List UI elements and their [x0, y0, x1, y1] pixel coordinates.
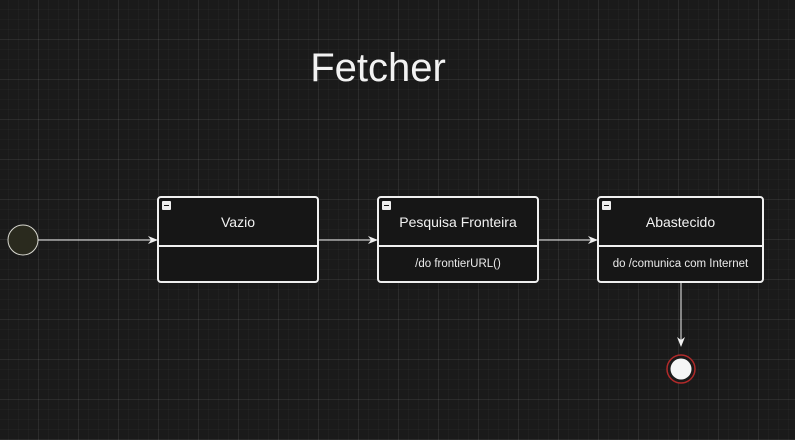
- state-activity: [159, 247, 317, 281]
- state-abastecido[interactable]: Abastecido do /comunica com Internet: [597, 196, 764, 283]
- collapse-icon[interactable]: [382, 201, 391, 210]
- state-activity: do /comunica com Internet: [612, 258, 749, 270]
- state-activity: /do frontierURL(): [415, 258, 501, 270]
- collapse-icon[interactable]: [162, 201, 171, 210]
- diagram-title: Fetcher: [310, 46, 446, 90]
- collapse-icon[interactable]: [602, 201, 611, 210]
- final-state-core: [670, 358, 692, 380]
- state-pesquisa-fronteira[interactable]: Pesquisa Fronteira /do frontierURL(): [377, 196, 539, 283]
- initial-state-node[interactable]: [7, 224, 39, 256]
- state-vazio[interactable]: Vazio: [157, 196, 319, 283]
- state-name: Abastecido: [599, 198, 762, 247]
- state-name: Vazio: [159, 198, 317, 247]
- state-name: Pesquisa Fronteira: [379, 198, 537, 247]
